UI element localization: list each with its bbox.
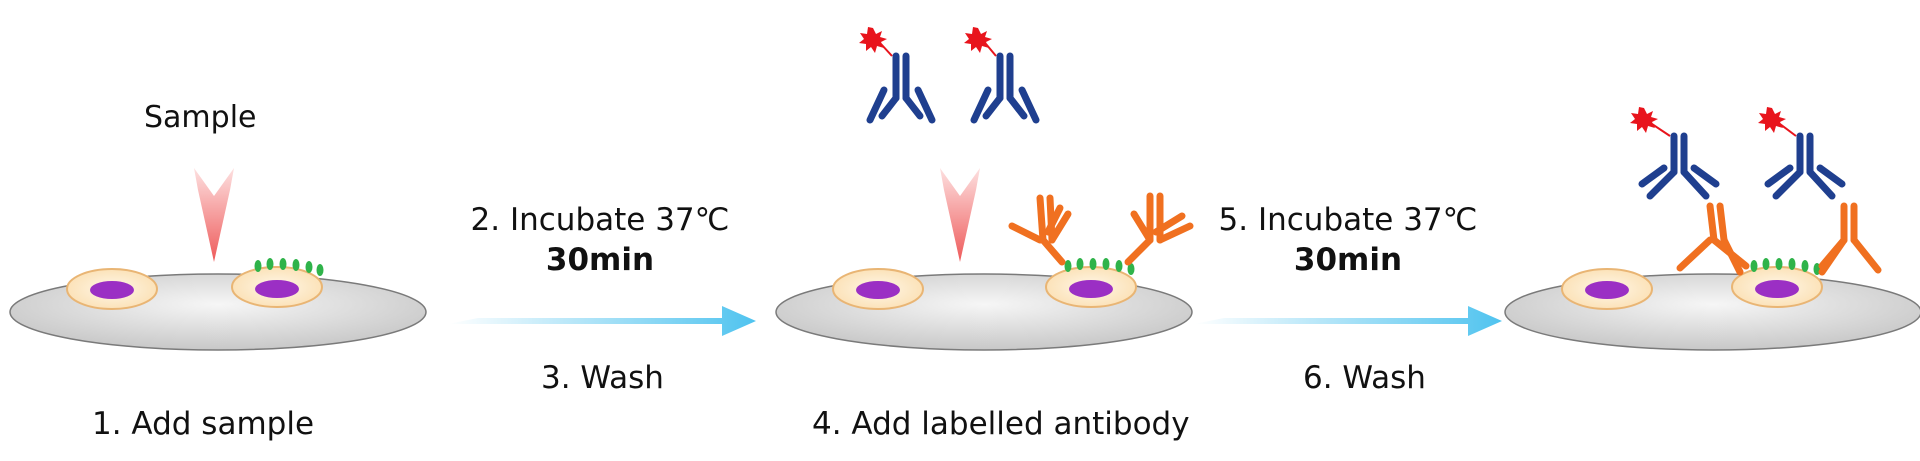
step-2-label: 2. Incubate 37℃ (470, 202, 730, 238)
nucleus (90, 281, 134, 299)
nucleus (856, 281, 900, 299)
nucleus (1069, 280, 1113, 298)
star-burst-icon (964, 27, 992, 53)
wash-arrow-icon (448, 306, 756, 336)
sample-arrow-icon (940, 168, 980, 262)
capture-antibody (1818, 202, 1882, 276)
step-2-time: 30min (545, 242, 655, 278)
labelled-antibody (1758, 107, 1846, 200)
nucleus (1585, 281, 1629, 299)
capture-antibody (1008, 194, 1072, 266)
sample-label: Sample (144, 100, 257, 135)
step-5-condition: 5. Incubate 37℃ 30min (1217, 200, 1479, 280)
antigen-dots (254, 258, 324, 276)
cell (66, 268, 158, 310)
step-3-label: 3. Wash (541, 360, 664, 396)
panel-2-add-labelled-antibody (775, 27, 1194, 351)
nucleus (1755, 280, 1799, 298)
capture-antibody (1676, 202, 1750, 276)
sample-arrow-icon (194, 168, 234, 262)
nucleus (255, 280, 299, 298)
cell-with-antigen (231, 258, 324, 308)
star-burst-icon (1630, 107, 1658, 133)
step-5-time: 30min (1293, 242, 1403, 278)
panel-3-result (1504, 107, 1920, 351)
cell (832, 268, 924, 310)
star-burst-icon (1758, 107, 1786, 133)
antigen-dots (1064, 258, 1135, 275)
panel-1-add-sample (9, 168, 427, 351)
step-5-label: 5. Incubate 37℃ (1218, 202, 1478, 238)
labelled-antibody (1630, 107, 1720, 200)
step-1-label: 1. Add sample (92, 406, 315, 442)
wash-arrow-icon (1194, 306, 1502, 336)
step-4-label: 4. Add labelled antibody (812, 406, 1190, 442)
cell-with-antigen (1045, 258, 1137, 308)
capture-antibody (1124, 192, 1194, 266)
cell (1561, 268, 1653, 310)
step-2-condition: 2. Incubate 37℃ 30min (470, 200, 730, 280)
labelled-antibody (859, 27, 936, 124)
labelled-antibody (964, 27, 1040, 124)
step-6-label: 6. Wash (1303, 360, 1426, 396)
star-burst-icon (859, 27, 887, 53)
